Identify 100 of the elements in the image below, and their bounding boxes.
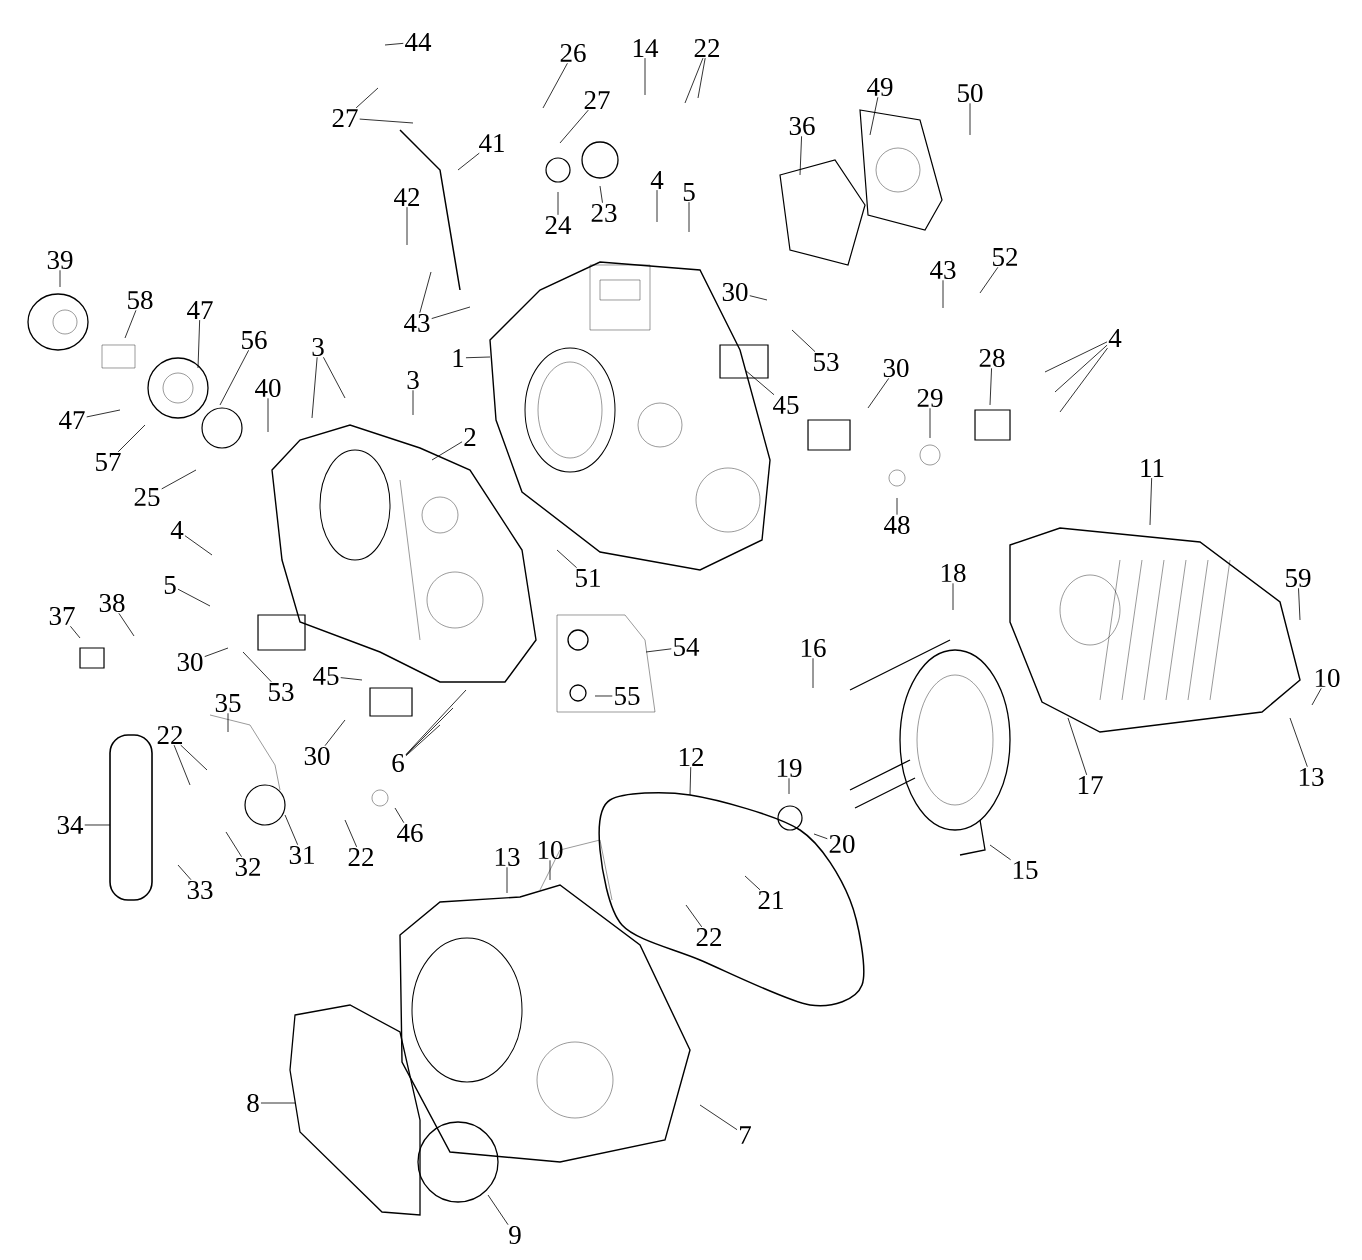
- callout-number: 37: [49, 606, 75, 626]
- leader-line: [689, 766, 692, 796]
- leader-line: [791, 329, 816, 353]
- leader-line: [124, 309, 137, 339]
- callout-number: 40: [255, 378, 281, 398]
- callout-number: 5: [164, 576, 176, 594]
- leader-line: [242, 651, 272, 683]
- leader-line: [896, 497, 898, 516]
- callout-number: 2: [464, 428, 476, 446]
- leader-line: [549, 859, 551, 881]
- leader-line: [405, 689, 467, 755]
- callout-number: 4: [170, 521, 184, 539]
- leader-line: [1044, 341, 1108, 373]
- leader-line: [1054, 344, 1108, 393]
- leader-line: [656, 189, 658, 223]
- leader-line: [457, 152, 480, 171]
- leader-line: [744, 875, 761, 891]
- callout-number: 41: [479, 134, 504, 152]
- callout-number: 46: [397, 823, 423, 843]
- leader-line: [788, 777, 790, 795]
- callout-number: 47: [59, 411, 85, 429]
- leader-line: [1059, 347, 1108, 413]
- leader-line: [989, 367, 992, 406]
- leader-line: [340, 677, 363, 681]
- callout-number: 54: [674, 638, 700, 656]
- callout-number: 6: [392, 753, 404, 773]
- leader-line: [177, 588, 211, 607]
- callout-number: 22: [696, 928, 721, 946]
- leader-line: [204, 647, 229, 657]
- leader-line: [59, 269, 61, 288]
- leader-line: [323, 356, 346, 399]
- leader-line: [344, 819, 358, 848]
- callout-number: 53: [814, 352, 839, 372]
- callout-number: 22: [157, 726, 182, 744]
- callout-number: 11: [1141, 459, 1164, 477]
- callout-number: 15: [1013, 860, 1038, 880]
- leader-line: [70, 625, 81, 639]
- leader-line: [813, 833, 828, 840]
- callout-number: 7: [740, 1126, 751, 1144]
- leader-line: [86, 409, 121, 418]
- leader-line: [284, 814, 299, 846]
- leader-line: [969, 102, 971, 136]
- leader-line: [487, 1194, 509, 1226]
- callout-number: 19: [777, 758, 802, 778]
- callout-number: 9: [509, 1225, 521, 1245]
- callout-number: 27: [584, 91, 610, 109]
- callout-number: 58: [128, 290, 153, 310]
- leader-line: [219, 349, 250, 406]
- callout-number: 33: [187, 880, 213, 900]
- leader-line: [594, 695, 613, 697]
- leader-line: [260, 1102, 296, 1104]
- leader-line: [419, 271, 432, 314]
- leader-line: [1289, 717, 1308, 768]
- leader-line: [506, 866, 508, 894]
- callout-number: 43: [404, 313, 430, 333]
- callout-number: 4: [1108, 329, 1122, 347]
- leader-line: [1149, 477, 1153, 526]
- leader-line: [559, 109, 589, 144]
- leader-line: [989, 844, 1012, 861]
- leader-line: [812, 657, 814, 689]
- leader-line: [542, 62, 568, 109]
- callout-number: 56: [242, 330, 267, 350]
- leader-line: [227, 712, 229, 733]
- callout-number: 1: [453, 349, 464, 367]
- callout-number: 45: [313, 667, 339, 685]
- callout-number: 22: [694, 39, 719, 57]
- leader-line: [324, 719, 346, 747]
- leader-line: [645, 648, 672, 653]
- callout-number: 38: [99, 593, 125, 613]
- callout-number: 53: [269, 682, 294, 702]
- leader-line: [431, 306, 471, 319]
- callout-number: 43: [930, 260, 956, 280]
- leader-line: [599, 185, 603, 204]
- leader-line: [688, 201, 690, 233]
- callout-number: 30: [722, 282, 748, 302]
- callout-number: 35: [215, 693, 241, 713]
- leader-line: [184, 535, 213, 556]
- callout-number: 23: [591, 203, 617, 223]
- leader-line: [311, 356, 318, 419]
- callout-number: 10: [1315, 668, 1340, 688]
- callout-number: 30: [883, 358, 909, 378]
- callout-number: 27: [332, 109, 358, 127]
- leader-line: [118, 612, 135, 637]
- leader-line: [749, 295, 768, 301]
- callout-number: 31: [289, 845, 314, 865]
- leader-line: [84, 824, 111, 826]
- callout-number: 50: [958, 83, 983, 103]
- callout-number: 3: [312, 337, 324, 357]
- leader-line: [267, 397, 269, 433]
- leader-line: [744, 369, 775, 396]
- callout-number: 28: [979, 348, 1005, 368]
- callout-number: 30: [304, 746, 330, 766]
- leader-line: [173, 744, 191, 786]
- leader-line: [685, 904, 703, 928]
- leader-line: [869, 96, 879, 136]
- leader-line: [1067, 717, 1088, 776]
- callout-number: 57: [96, 453, 121, 471]
- callout-number: 29: [917, 388, 943, 408]
- leader-line: [465, 356, 491, 359]
- leader-line: [406, 206, 408, 246]
